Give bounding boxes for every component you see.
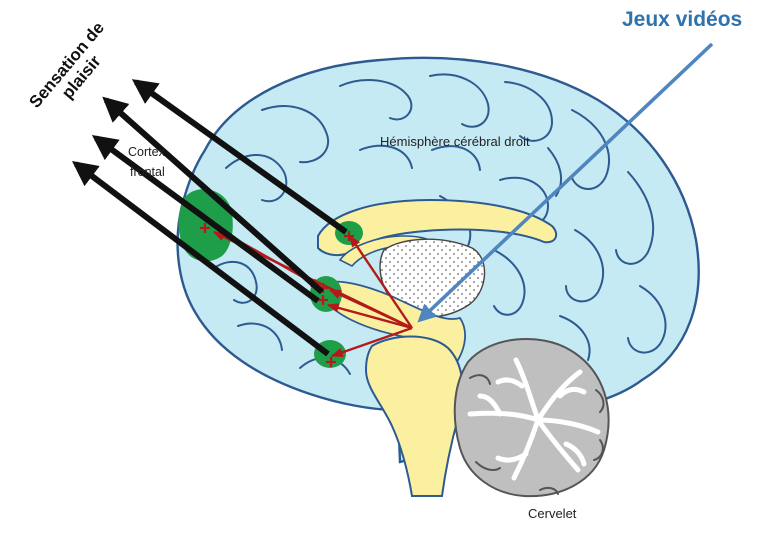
hemisphere-label: Hémisphère cérébral droit [380, 134, 530, 149]
cerebellum [455, 339, 609, 496]
cortex-label-line1: Cortex [128, 145, 166, 159]
video-games-label: Jeux vidéos [622, 8, 742, 32]
cortex-label-line2: frontal [130, 165, 165, 179]
brainstem-shape [366, 337, 463, 497]
cerebellum-label: Cervelet [528, 506, 577, 521]
